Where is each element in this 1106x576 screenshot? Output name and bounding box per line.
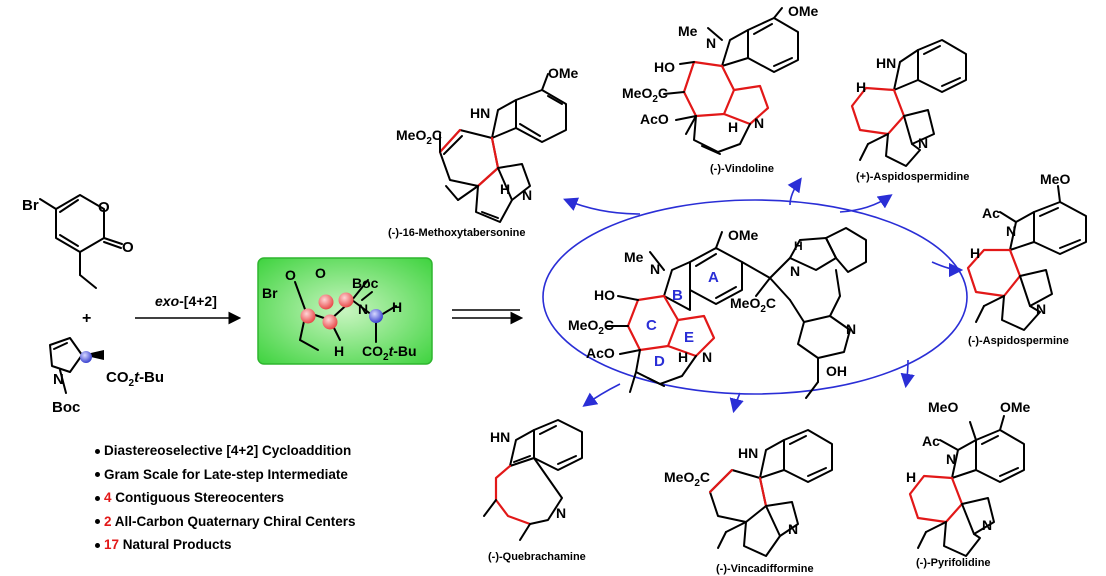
vind-h-label: H: [728, 119, 738, 135]
vind-ome-label: OMe: [788, 3, 819, 19]
tab-meo2c-label: MeO2C: [396, 127, 442, 147]
ring-letter-c: C: [646, 317, 657, 334]
ring-letter-e: E: [684, 329, 694, 346]
queb-name: (-)-Quebrachamine: [488, 551, 586, 563]
tab-hn-label: HN: [470, 105, 490, 121]
center-n1-label: N: [650, 261, 660, 277]
highlight-item: Diastereoselective [4+2] Cycloaddition: [95, 443, 356, 467]
ring-letter-d: D: [654, 353, 665, 370]
vinc-meo2c-label: MeO2C: [664, 469, 710, 489]
center-meo2c-label: MeO2C: [568, 317, 614, 337]
pyrone-br-label: Br: [22, 197, 39, 214]
vind-n1-label: N: [706, 35, 716, 51]
pyrroline-structure: N Boc CO2t-Bu: [49, 337, 164, 416]
aspd-meo-label: MeO: [1040, 171, 1070, 187]
ts-o2-label: O: [315, 265, 326, 281]
pyri-n1-label: N: [946, 451, 956, 467]
ts-n-label: N: [358, 301, 368, 317]
highlight-item: 2 All-Carbon Quaternary Chiral Centers: [95, 514, 356, 538]
center-aco-label: AcO: [586, 345, 615, 361]
bullet-dot-icon: [95, 542, 100, 548]
center-n3-label: N: [846, 321, 856, 337]
aspm-hn-label: HN: [876, 55, 896, 71]
bromopyrone-structure: Br O O: [22, 194, 134, 289]
bullet-dot-icon: [95, 519, 100, 525]
ts-boc-label: Boc: [352, 275, 379, 291]
pyri-name: (-)-Pyrifolidine: [916, 557, 991, 569]
pyri-ome-label: OMe: [1000, 399, 1031, 415]
ts-h2-label: H: [334, 343, 344, 359]
product-quebrachamine: HN N (-)-Quebrachamine: [483, 419, 586, 563]
exo-cycloaddition-label: exo-[4+2]: [155, 293, 217, 309]
vind-ho-label: HO: [654, 59, 675, 75]
aspm-n-label: N: [918, 135, 928, 151]
product-aspidospermidine: HN H N (+)-Aspidospermidine: [850, 39, 969, 183]
pyri-n2-label: N: [982, 517, 992, 533]
central-intermediate-structure: A B C D E OMe Me N HO MeO2C AcO H N N H …: [568, 227, 867, 399]
plus-sign: +: [82, 310, 91, 327]
product-arrows: [563, 177, 964, 414]
ring-letter-b: B: [672, 287, 683, 304]
vinc-n-label: N: [788, 521, 798, 537]
pyrroline-boc-label: Boc: [52, 399, 80, 416]
pyri-ac-label: Ac: [922, 433, 940, 449]
vind-n2-label: N: [754, 115, 764, 131]
ts-h1-label: H: [392, 299, 402, 315]
pyrroline-n-label: N: [53, 371, 64, 388]
vind-name: (-)-Vindoline: [710, 163, 774, 175]
ring-letter-a: A: [708, 269, 719, 286]
pyri-h-label: H: [906, 469, 916, 485]
pyrone-ring-o-label: O: [98, 199, 110, 216]
tab-name: (-)-16-Methoxytabersonine: [388, 227, 526, 239]
product-vindoline: OMe Me N HO MeO2C AcO H N (-)-Vindoline: [622, 3, 819, 175]
center-n2-label: N: [702, 349, 712, 365]
bullet-dot-icon: [95, 472, 100, 478]
ts-ester-label: CO2t-Bu: [362, 343, 417, 363]
center-oh-label: OH: [826, 363, 847, 379]
tab-h-label: H: [500, 181, 510, 197]
product-methoxytabersonine: OMe HN MeO2C H N (-)-16-Methoxytabersoni…: [388, 65, 579, 239]
center-meo2c2-label: MeO2C: [730, 295, 776, 315]
aspd-name: (-)-Aspidospermine: [968, 335, 1069, 347]
tab-n-label: N: [522, 187, 532, 203]
pyrone-carbonyl-o-label: O: [122, 239, 134, 256]
ts-br-label: Br: [262, 285, 278, 301]
highlight-item: 17 Natural Products: [95, 537, 356, 561]
transition-state-box: Br O O Boc N H H CO2t-Bu: [257, 257, 433, 365]
aspd-h-label: H: [970, 245, 980, 261]
aspd-ac-label: Ac: [982, 205, 1000, 221]
center-indole-n-label: N: [790, 263, 800, 279]
tab-ome-label: OMe: [548, 65, 579, 81]
queb-n-label: N: [556, 505, 566, 521]
central-ellipse: [542, 199, 968, 395]
vind-meo2c-label: MeO2C: [622, 85, 668, 105]
vind-me-label: Me: [678, 23, 698, 39]
center-me-label: Me: [624, 249, 644, 265]
pyri-meo-label: MeO: [928, 399, 958, 415]
highlights-list: Diastereoselective [4+2] Cycloaddition G…: [95, 443, 356, 561]
highlight-item: 4 Contiguous Stereocenters: [95, 490, 356, 514]
highlight-item: Gram Scale for Late-step Intermediate: [95, 467, 356, 491]
product-pyrifolidine: MeO OMe Ac N H N (-)-Pyrifolidine: [906, 399, 1031, 569]
aspd-n1-label: N: [1006, 223, 1016, 239]
aspm-h-label: H: [856, 79, 866, 95]
center-ome-label: OMe: [728, 227, 759, 243]
product-vincadifformine: HN MeO2C N (-)-Vincadifformine: [664, 429, 833, 575]
aspm-name: (+)-Aspidospermidine: [856, 171, 969, 183]
pyrroline-ester-label: CO2t-Bu: [106, 369, 164, 389]
ts-o1-label: O: [285, 267, 296, 283]
bullet-dot-icon: [95, 495, 100, 501]
center-h-label: H: [678, 349, 688, 365]
vinc-name: (-)-Vincadifformine: [716, 563, 814, 575]
vind-aco-label: AcO: [640, 111, 669, 127]
bullet-dot-icon: [95, 448, 100, 454]
center-ho-label: HO: [594, 287, 615, 303]
center-indole-h-label: H: [794, 239, 803, 253]
aspd-n2-label: N: [1036, 301, 1046, 317]
product-aspidospermine: MeO Ac N H N (-)-Aspidospermine: [966, 171, 1087, 347]
vinc-hn-label: HN: [738, 445, 758, 461]
queb-hn-label: HN: [490, 429, 510, 445]
